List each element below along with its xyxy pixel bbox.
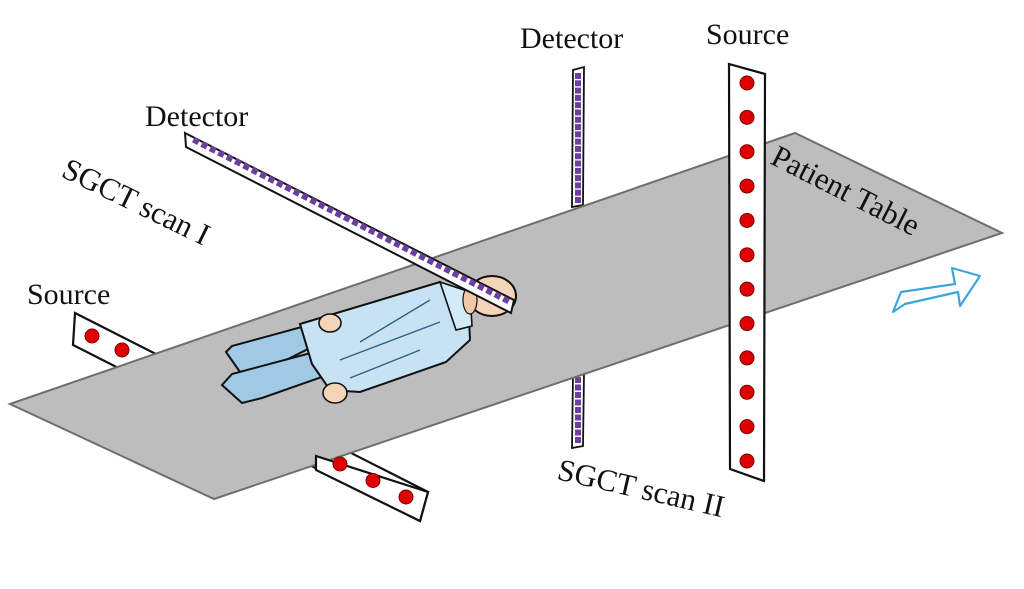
detector-element	[575, 182, 581, 189]
detector-element	[443, 265, 452, 274]
detector-element	[267, 175, 276, 184]
detector-element	[575, 109, 581, 116]
detector-element	[575, 422, 581, 428]
detector-element	[575, 377, 581, 383]
detector-element	[575, 73, 581, 79]
source-dot	[739, 75, 755, 91]
source-dot	[739, 247, 755, 263]
detector-element	[575, 407, 581, 413]
source-right-strip	[727, 62, 767, 483]
detector-element	[575, 429, 581, 436]
detector-element	[575, 160, 581, 167]
detector-left-label: Detector	[145, 100, 248, 133]
scan-2-label: SGCT scan II	[554, 452, 727, 524]
source-dot	[739, 109, 755, 125]
source-dot	[114, 342, 130, 358]
detector-element	[575, 80, 581, 87]
detector-element	[575, 175, 581, 182]
detector-element	[409, 248, 418, 257]
detector-element	[575, 145, 581, 152]
arrow-right-icon	[891, 266, 982, 314]
detector-element	[575, 124, 581, 131]
source-dot	[739, 316, 755, 332]
source-dot	[739, 384, 755, 400]
detector-element	[575, 399, 581, 406]
detector-left-strip	[183, 131, 516, 315]
detector-element	[242, 162, 251, 171]
detector-element	[351, 218, 360, 227]
source-dot	[739, 350, 755, 366]
detector-element	[367, 227, 376, 236]
detector-element	[284, 184, 293, 193]
detector-element	[476, 283, 485, 292]
source-dot	[332, 456, 348, 472]
detector-element	[575, 384, 581, 391]
detector-element	[217, 149, 226, 158]
scan-1-label: SGCT scan I	[57, 151, 216, 252]
detector-element	[292, 188, 301, 197]
source-dot	[739, 453, 755, 469]
source-dot	[739, 281, 755, 297]
detector-element	[300, 192, 309, 201]
source-left-strip-front	[314, 454, 430, 523]
detector-element	[501, 295, 511, 305]
detector-element	[376, 231, 385, 240]
detector-element	[317, 201, 326, 210]
detector-element	[250, 167, 259, 176]
detector-element	[575, 94, 581, 101]
detector-element	[275, 179, 284, 189]
detector-element	[575, 414, 581, 421]
detector-element	[575, 437, 581, 443]
patient-figure-icon	[220, 275, 517, 405]
detector-element	[225, 154, 234, 163]
detector-right-label: Detector	[520, 22, 623, 55]
detector-element	[334, 210, 343, 219]
detector-element	[418, 252, 427, 262]
detector-element	[258, 171, 268, 180]
detector-element	[426, 257, 435, 266]
detector-element	[575, 87, 581, 94]
detector-element	[575, 197, 581, 203]
detector-element	[384, 235, 393, 244]
detector-element	[575, 153, 581, 160]
detector-element	[575, 189, 581, 196]
detector-element	[359, 222, 368, 231]
source-dot	[739, 212, 755, 228]
detector-element	[451, 270, 460, 279]
source-dot	[398, 489, 414, 505]
detector-element	[485, 287, 494, 296]
detector-element	[575, 131, 581, 138]
detector-element	[200, 141, 209, 150]
detector-element	[575, 392, 581, 398]
source-left-label: Source	[27, 278, 110, 311]
source-dot	[739, 144, 755, 160]
detector-element	[401, 244, 410, 253]
detector-element	[434, 261, 444, 270]
detector-element	[309, 197, 318, 206]
detector-element	[575, 116, 581, 123]
detector-element	[233, 158, 242, 167]
source-dot	[365, 473, 381, 488]
detector-element	[326, 205, 335, 214]
detector-element	[575, 167, 581, 174]
detector-element	[460, 274, 469, 283]
detector-element	[468, 278, 477, 287]
source-dot	[84, 328, 100, 344]
detector-element	[191, 136, 201, 146]
detector-element	[493, 291, 502, 300]
detector-element	[575, 102, 581, 109]
detector-element	[342, 214, 351, 223]
source-dot	[739, 178, 755, 194]
source-dot	[739, 419, 755, 435]
detector-element	[208, 145, 217, 154]
detector-element	[393, 240, 402, 249]
detector-element	[575, 138, 581, 145]
source-right-label: Source	[706, 18, 789, 51]
